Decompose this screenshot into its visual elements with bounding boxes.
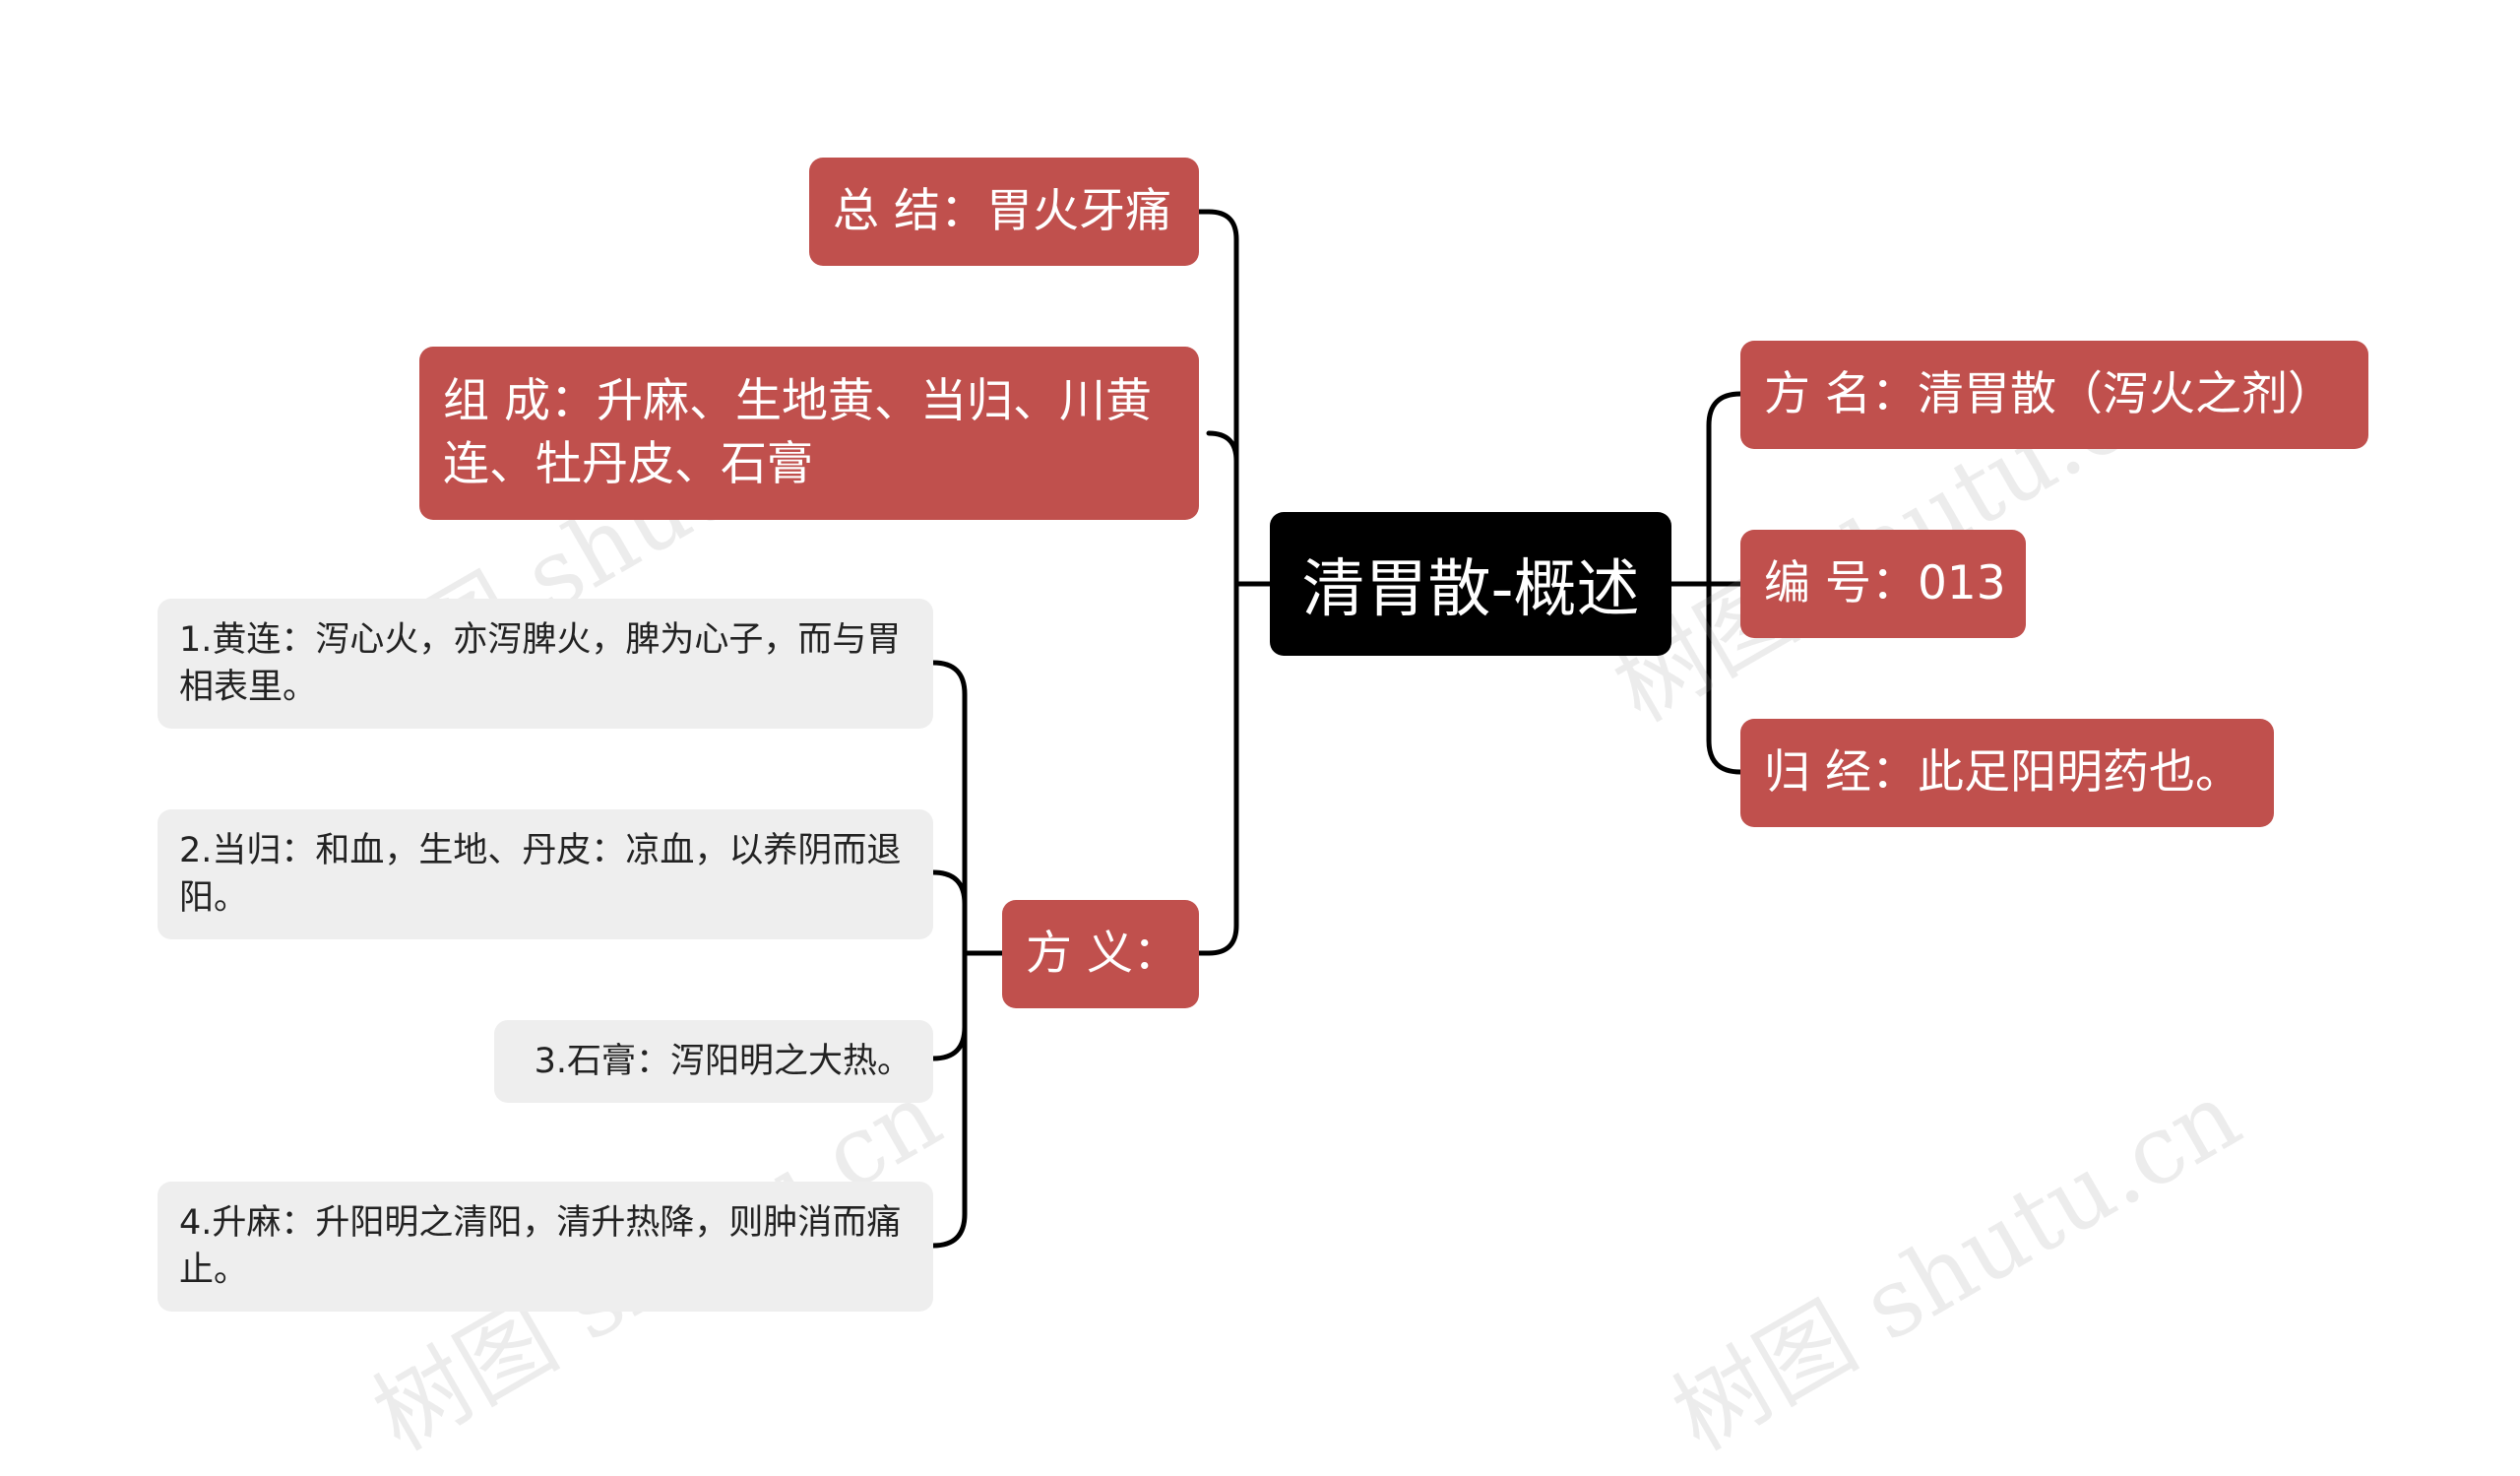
meaning-item-1[interactable]: 1.黄连：泻心火，亦泻脾火，脾为心子，而与胃相表里。 [158, 599, 933, 729]
meaning-item-text: 2.当归：和血，生地、丹皮：凉血，以养阴而退阳。 [179, 831, 902, 918]
meridian-label: 归 经：此足阳明药也。 [1764, 745, 2241, 800]
connector-meaning-trunk [930, 660, 968, 1249]
name-node[interactable]: 方 名：清胃散（泻火之剂） [1740, 341, 2368, 449]
number-label: 编 号：013 [1764, 556, 2006, 610]
connector-to-item3 [930, 1024, 968, 1061]
number-node[interactable]: 编 号：013 [1740, 530, 2026, 638]
meaning-label: 方 义： [1026, 927, 1179, 981]
meaning-item-3[interactable]: 3.石膏：泻阳明之大热。 [494, 1020, 933, 1103]
meaning-item-text: 3.石膏：泻阳明之大热。 [534, 1042, 912, 1081]
name-label: 方 名：清胃散（泻火之剂） [1764, 367, 2334, 421]
meaning-item-4[interactable]: 4.升麻：升阳明之清阳，清升热降，则肿消而痛止。 [158, 1182, 933, 1312]
composition-label: 组 成：升麻、生地黄、当归、川黄连、牡丹皮、石膏 [443, 374, 1152, 491]
connector-to-item2 [930, 869, 968, 907]
meaning-item-text: 4.升麻：升阳明之清阳，清升热降，则肿消而痛止。 [179, 1203, 902, 1290]
meaning-item-2[interactable]: 2.当归：和血，生地、丹皮：凉血，以养阴而退阳。 [158, 809, 933, 939]
connector-to-composition [1206, 430, 1239, 464]
composition-node[interactable]: 组 成：升麻、生地黄、当归、川黄连、牡丹皮、石膏 [419, 347, 1199, 520]
root-node[interactable]: 清胃散-概述 [1270, 512, 1671, 656]
summary-node[interactable]: 总 结：胃火牙痛 [809, 158, 1199, 266]
meridian-node[interactable]: 归 经：此足阳明药也。 [1740, 719, 2274, 827]
root-label: 清胃散-概述 [1301, 553, 1640, 626]
connector-left-trunk [1206, 209, 1239, 956]
meaning-item-text: 1.黄连：泻心火，亦泻脾火，脾为心子，而与胃相表里。 [179, 620, 902, 707]
meaning-node[interactable]: 方 义： [1002, 900, 1199, 1008]
summary-label: 总 结：胃火牙痛 [833, 184, 1171, 238]
